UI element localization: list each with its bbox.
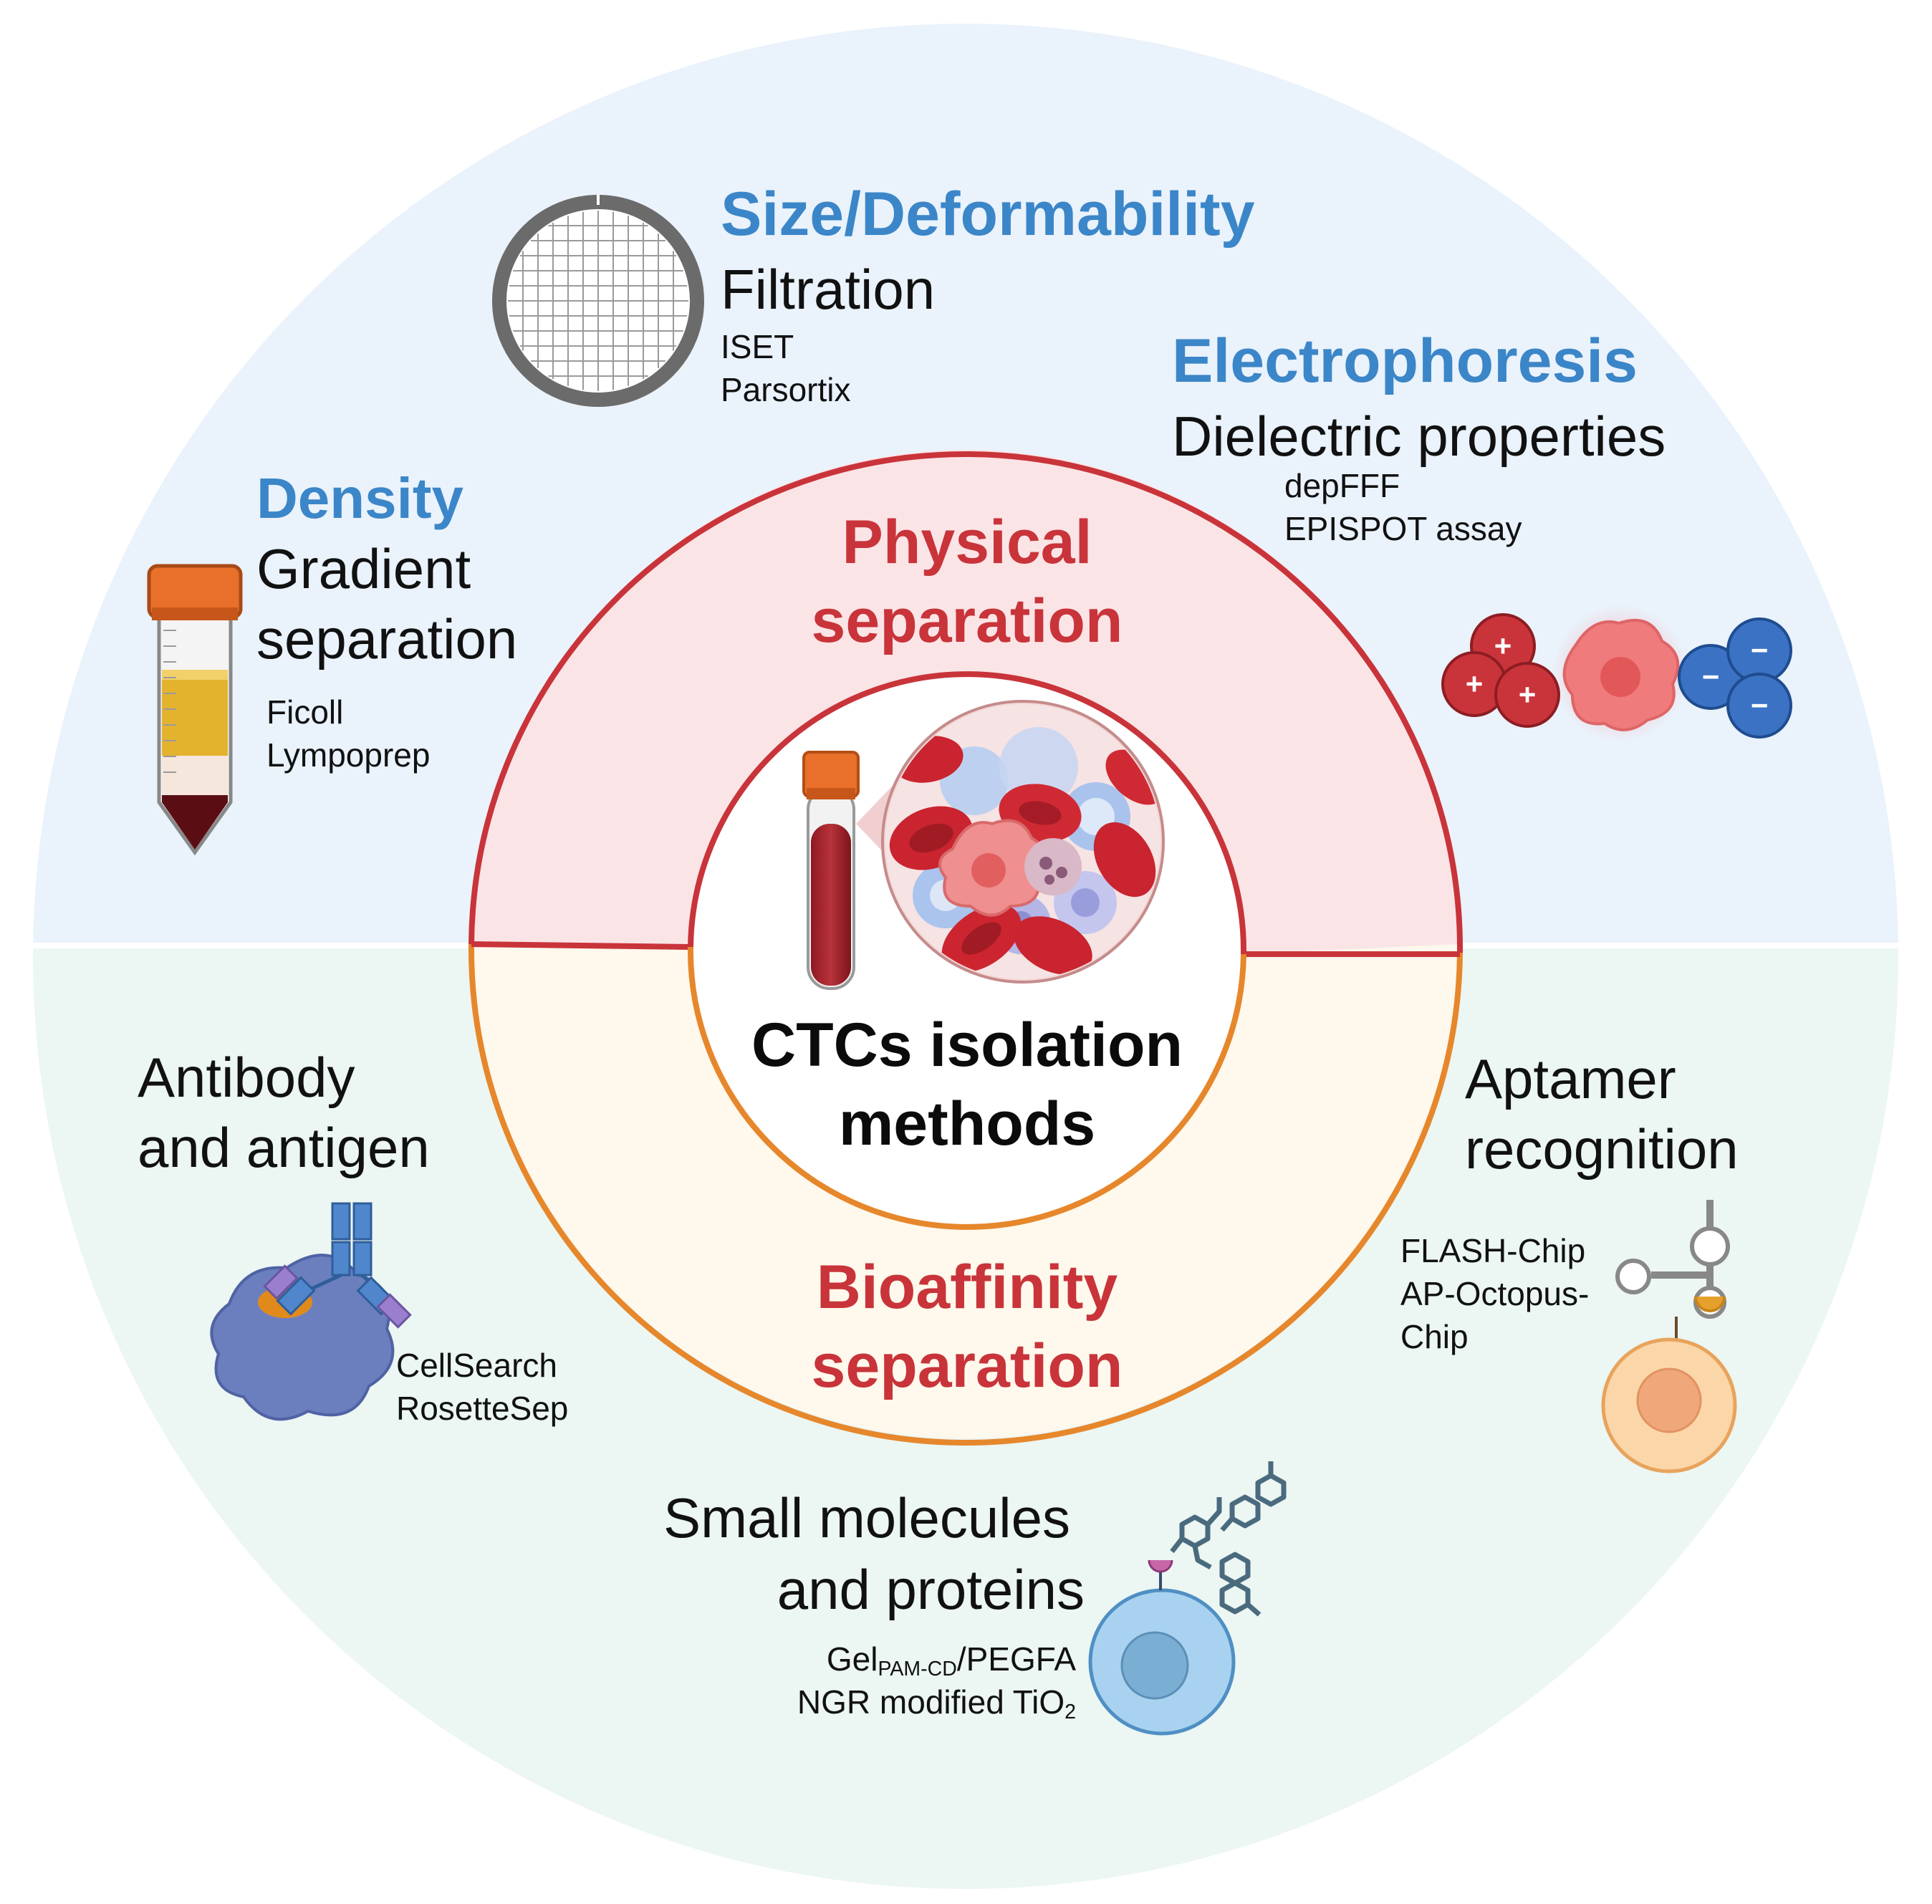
aptamer-example-1: FLASH-Chip — [1400, 1232, 1586, 1269]
aptamer-example-2: AP-Octopus- — [1400, 1275, 1590, 1312]
charge-minus-1: − — [1702, 660, 1720, 693]
physical-ring-outline — [468, 451, 1464, 953]
density-method-line1: Gradient — [256, 537, 471, 600]
aptamer-cell-icon — [1601, 1200, 1737, 1473]
gel-text: Gel — [826, 1640, 878, 1678]
charge-plus-1: + — [1494, 629, 1512, 663]
electrophoresis-example-1: depFFF — [1284, 467, 1400, 504]
aptamer-line1: Aptamer — [1465, 1047, 1676, 1110]
filter-mesh-icon — [492, 195, 704, 407]
physical-label-line1: Physical — [842, 508, 1092, 577]
antibody-example-1: CellSearch — [396, 1347, 557, 1384]
gel-subscript: PAM-CD — [878, 1658, 957, 1681]
tio2-subscript: 2 — [1064, 1701, 1076, 1724]
size-method: Filtration — [721, 258, 936, 321]
charge-plus-3: + — [1519, 678, 1537, 711]
antibody-line1: Antibody — [138, 1046, 355, 1109]
center-circle-top-outline — [688, 670, 1247, 955]
centrifuge-tube-icon — [147, 564, 243, 856]
aptamer-line2: recognition — [1465, 1117, 1739, 1181]
charged-particles-icon — [1441, 605, 1792, 741]
density-example-1: Ficoll — [266, 693, 344, 731]
small-molecules-line2: and proteins — [777, 1558, 1085, 1621]
center-title-line2: methods — [838, 1090, 1096, 1158]
bioaffinity-ring-fill — [471, 944, 1460, 1438]
density-example-2: Lympoprep — [266, 736, 431, 774]
electrophoresis-method: Dielectric properties — [1172, 405, 1666, 468]
aptamer-example-3: Chip — [1400, 1318, 1469, 1355]
center-title-line1: CTCs isolation — [751, 1011, 1183, 1080]
antibody-antigen-icon — [210, 1202, 412, 1421]
size-example-1: ISET — [721, 328, 794, 365]
ring-divider-left — [471, 941, 691, 950]
small-molecules-example-1: GelPAM-CD/PEGFA — [645, 1640, 1076, 1681]
pegfa-text: /PEGFA — [956, 1640, 1076, 1678]
small-molecules-line1: Small molecules — [663, 1486, 1070, 1549]
density-method-line2: separation — [256, 607, 518, 670]
electrophoresis-example-2: EPISPOT assay — [1284, 510, 1522, 547]
center-circle-bottom-outline — [687, 946, 1246, 1231]
charge-minus-3: − — [1751, 688, 1769, 722]
density-heading: Density — [256, 466, 463, 530]
antibody-line2: and antigen — [138, 1116, 430, 1179]
bioaffinity-label-line1: Bioaffinity — [816, 1253, 1118, 1322]
ngr-text: NGR modified TiO — [797, 1683, 1065, 1721]
small-molecules-example-2: NGR modified TiO2 — [645, 1683, 1076, 1724]
size-example-2: Parsortix — [721, 371, 851, 408]
charge-plus-2: + — [1466, 667, 1484, 701]
physical-label-line2: separation — [811, 587, 1123, 655]
small-molecule-cell-icon — [1088, 1461, 1287, 1736]
bioaffinity-ring-outline — [468, 943, 1463, 1446]
antibody-example-2: RosetteSep — [396, 1390, 569, 1427]
electrophoresis-heading: Electrophoresis — [1172, 327, 1638, 395]
size-heading: Size/Deformability — [721, 180, 1255, 249]
bioaffinity-label-line2: separation — [811, 1332, 1123, 1400]
blood-cells-icon — [881, 700, 1165, 984]
charge-minus-2: − — [1751, 633, 1769, 667]
